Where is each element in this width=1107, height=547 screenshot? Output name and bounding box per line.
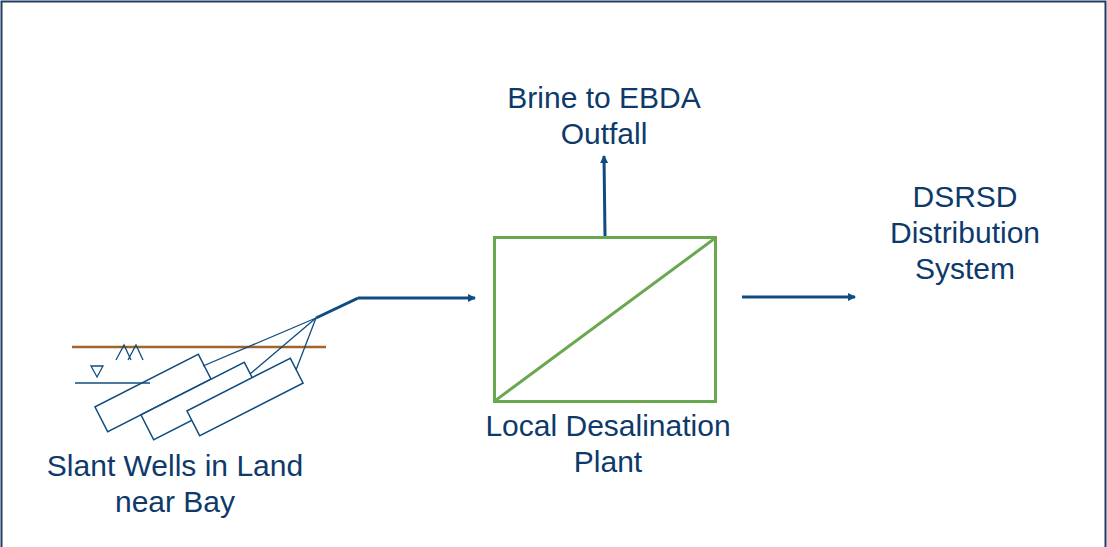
membrane-diagonal <box>496 239 714 400</box>
ground-line <box>72 346 326 349</box>
header-pipe <box>316 298 358 318</box>
flow-arrow <box>742 296 855 299</box>
grass-symbol <box>116 345 143 360</box>
node-label: Local Desalination Plant <box>456 408 760 480</box>
flow-arrow <box>358 297 475 300</box>
water-table-symbol <box>91 366 103 377</box>
well-pipe <box>296 318 316 370</box>
desalination-plant: Local Desalination Plant <box>493 236 717 403</box>
water-table-line <box>75 382 150 383</box>
node-label: Brine to EBDA Outfall <box>484 80 724 152</box>
well-pipe <box>250 318 316 374</box>
output-label: Brine to EBDA Outfall <box>484 80 724 152</box>
node-label: DSRSD Distribution System <box>865 179 1065 287</box>
slant-wells: Slant Wells in Land near Bay <box>40 288 358 544</box>
output-label: DSRSD Distribution System <box>865 179 1065 287</box>
well-casing <box>187 358 303 436</box>
flow-arrow <box>604 156 605 236</box>
node-label: Slant Wells in Land near Bay <box>40 448 310 520</box>
well-pipe <box>203 318 316 366</box>
